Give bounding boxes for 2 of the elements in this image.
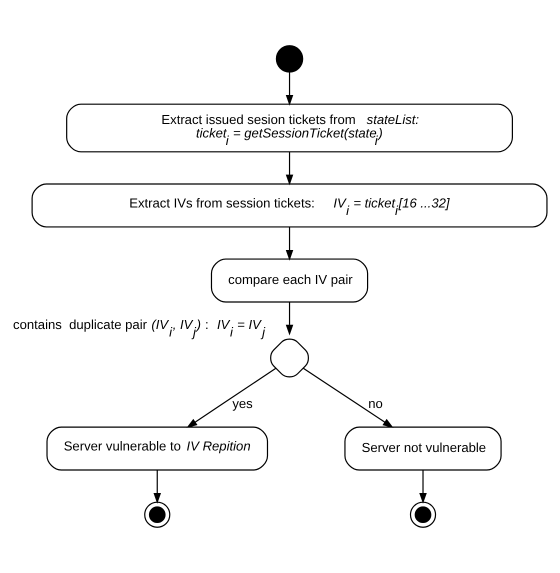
edge-label: no	[368, 396, 383, 411]
edge-label: yes	[232, 396, 253, 411]
